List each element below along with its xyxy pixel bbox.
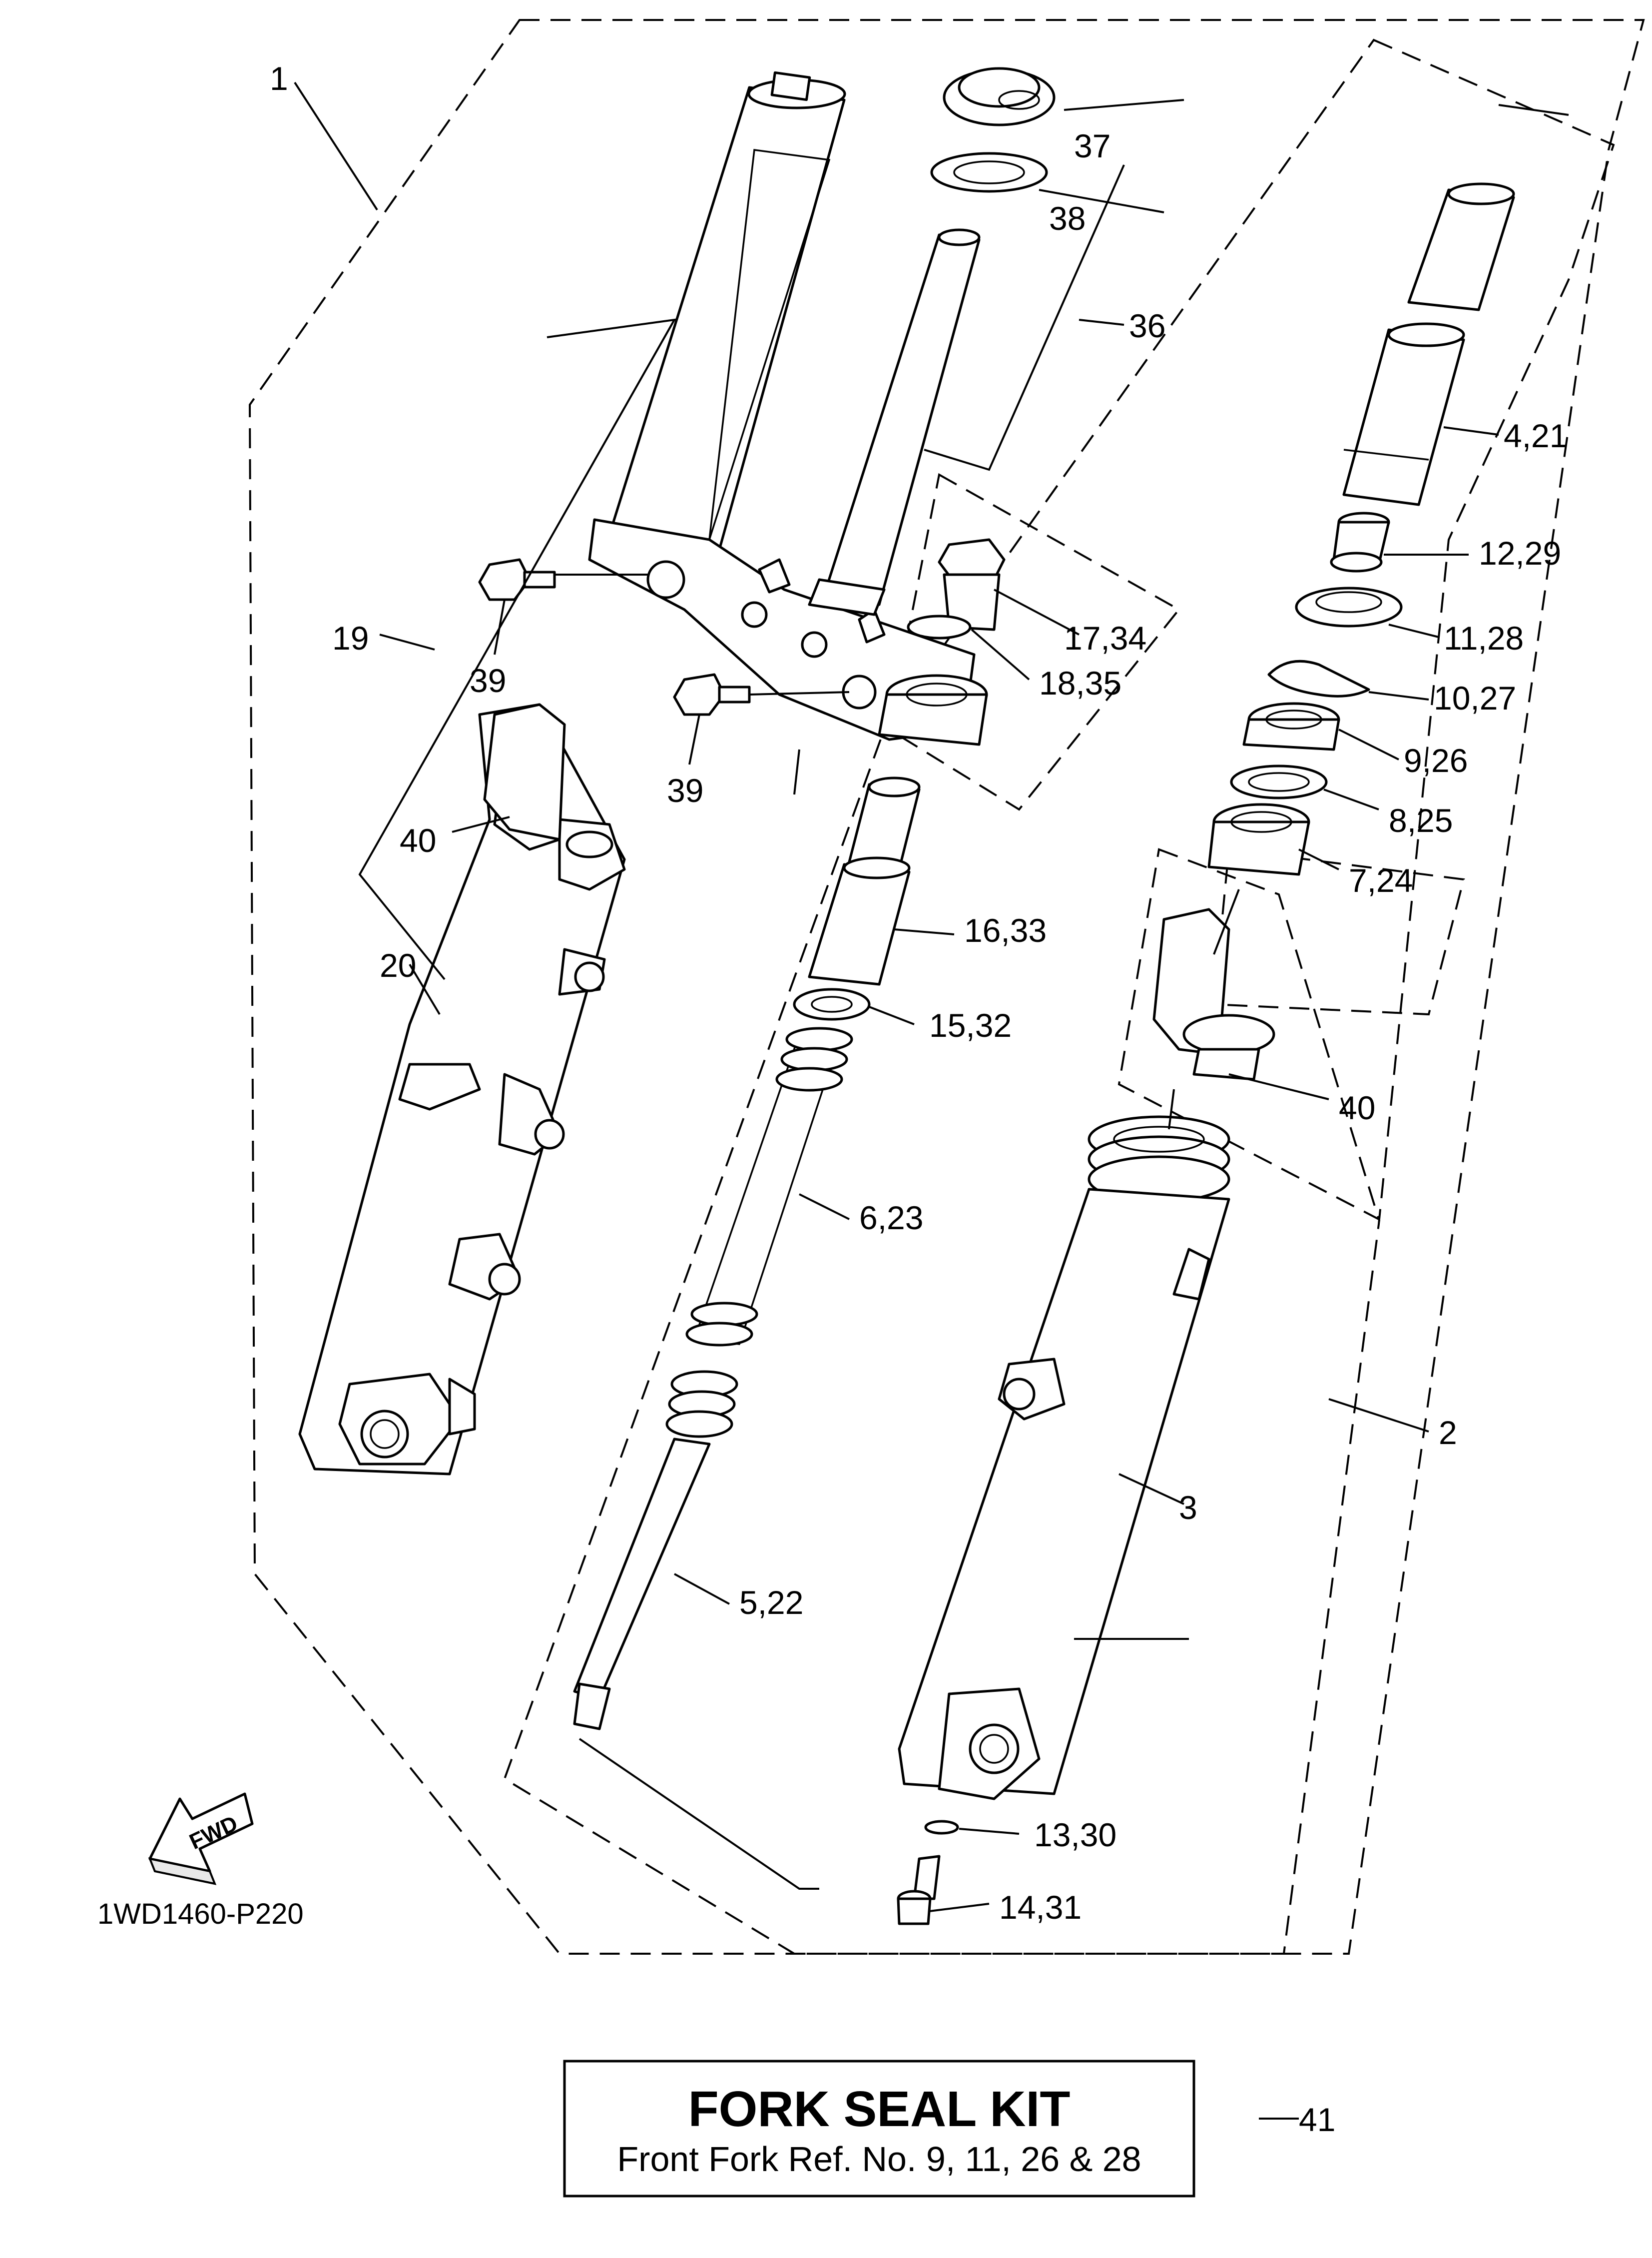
washer-38 [930, 152, 1048, 193]
kit-title: FORK SEAL KIT [688, 2081, 1071, 2137]
bushing-4-21-lower [1342, 322, 1465, 506]
inner-tube-19 [608, 71, 846, 551]
damper-rod-36 [808, 228, 981, 616]
circlip-10-27 [1267, 660, 1370, 698]
damper-rod-5-22 [573, 1370, 738, 1730]
callout-11-28: 11,28 [1444, 620, 1524, 657]
callout-8-25: 8,25 [1389, 802, 1453, 839]
callout-2: 2 [1439, 1414, 1457, 1451]
bolt-39-upper [478, 558, 556, 601]
fwd-arrow-icon: FWD [148, 1792, 254, 1885]
spacer-upper [848, 776, 921, 871]
callout-7-24: 7,24 [1349, 862, 1413, 899]
callout-39-upper: 39 [470, 662, 506, 699]
callout-39-lower: 39 [667, 772, 703, 809]
leader-lines [294, 81, 1569, 2120]
washer-13-30 [924, 1820, 959, 1835]
washer-15-32 [793, 988, 871, 1021]
callout-40-left: 40 [400, 822, 436, 859]
callout-19: 19 [332, 620, 369, 657]
cap-37 [943, 67, 1056, 126]
drawing-code: 1WD1460-P220 [97, 1898, 304, 1930]
cap-group-dashed-outline [888, 473, 1181, 811]
callout-13-30: 13,30 [1034, 1816, 1116, 1853]
oil-seal-9-26 [1242, 702, 1340, 751]
bolt-39-lower [673, 673, 751, 716]
callout-12-29: 12,29 [1479, 535, 1561, 572]
assembly-2-dashed-outline [503, 38, 1615, 1955]
spring-6-23 [685, 1027, 853, 1347]
callout-labels: 1 2 3 4,21 5,22 6,23 7,24 8,25 9,26 10,2… [270, 60, 1568, 2138]
callout-9-26: 9,26 [1404, 742, 1468, 779]
bolt-14-31 [897, 1855, 941, 1925]
cap-bolt-17-34 [938, 538, 1006, 631]
callout-3: 3 [1179, 1489, 1197, 1526]
protector-40-left [483, 703, 566, 841]
callout-10-27: 10,27 [1434, 680, 1516, 717]
outer-tube-20 [298, 703, 626, 1476]
kit-subtitle: Front Fork Ref. No. 9, 11, 26 & 28 [617, 2140, 1141, 2179]
callout-18-35: 18,35 [1039, 665, 1121, 702]
callout-5-22: 5,22 [739, 1584, 803, 1621]
dust-seal-group-dashed-outline [1117, 848, 1381, 1221]
callout-41: 41 [1299, 2101, 1335, 2138]
callout-40-right: 40 [1339, 1089, 1375, 1126]
o-ring-18-35 [907, 615, 972, 640]
seal-group-dashed-outline [1212, 848, 1465, 1016]
callout-1: 1 [270, 60, 288, 97]
callout-16-33: 16,33 [964, 912, 1047, 949]
upper-bracket [588, 518, 976, 741]
outer-tube-3 [898, 1115, 1230, 1800]
protector-40-right [1152, 908, 1275, 1081]
washer-11-28 [1295, 587, 1403, 628]
callout-15-32: 15,32 [929, 1007, 1012, 1044]
fork-seal-kit-box: FORK SEAL KIT Front Fork Ref. No. 9, 11,… [563, 2060, 1195, 2198]
callout-4-21: 4,21 [1504, 417, 1568, 454]
spacer-16-33 [808, 856, 911, 986]
callout-37: 37 [1074, 127, 1110, 164]
callout-6-23: 6,23 [859, 1199, 923, 1236]
callout-17-34: 17,34 [1064, 620, 1146, 657]
callout-38: 38 [1049, 200, 1086, 237]
callout-36: 36 [1129, 307, 1165, 344]
bushing-4-21-upper [1407, 182, 1515, 311]
callout-14-31: 14,31 [999, 1889, 1082, 1926]
bushing-7-24 [1207, 803, 1310, 876]
spacer-collar [878, 674, 988, 746]
callout-20: 20 [380, 947, 416, 984]
bushing-12-29 [1330, 512, 1390, 573]
washer-8-25 [1230, 764, 1328, 799]
